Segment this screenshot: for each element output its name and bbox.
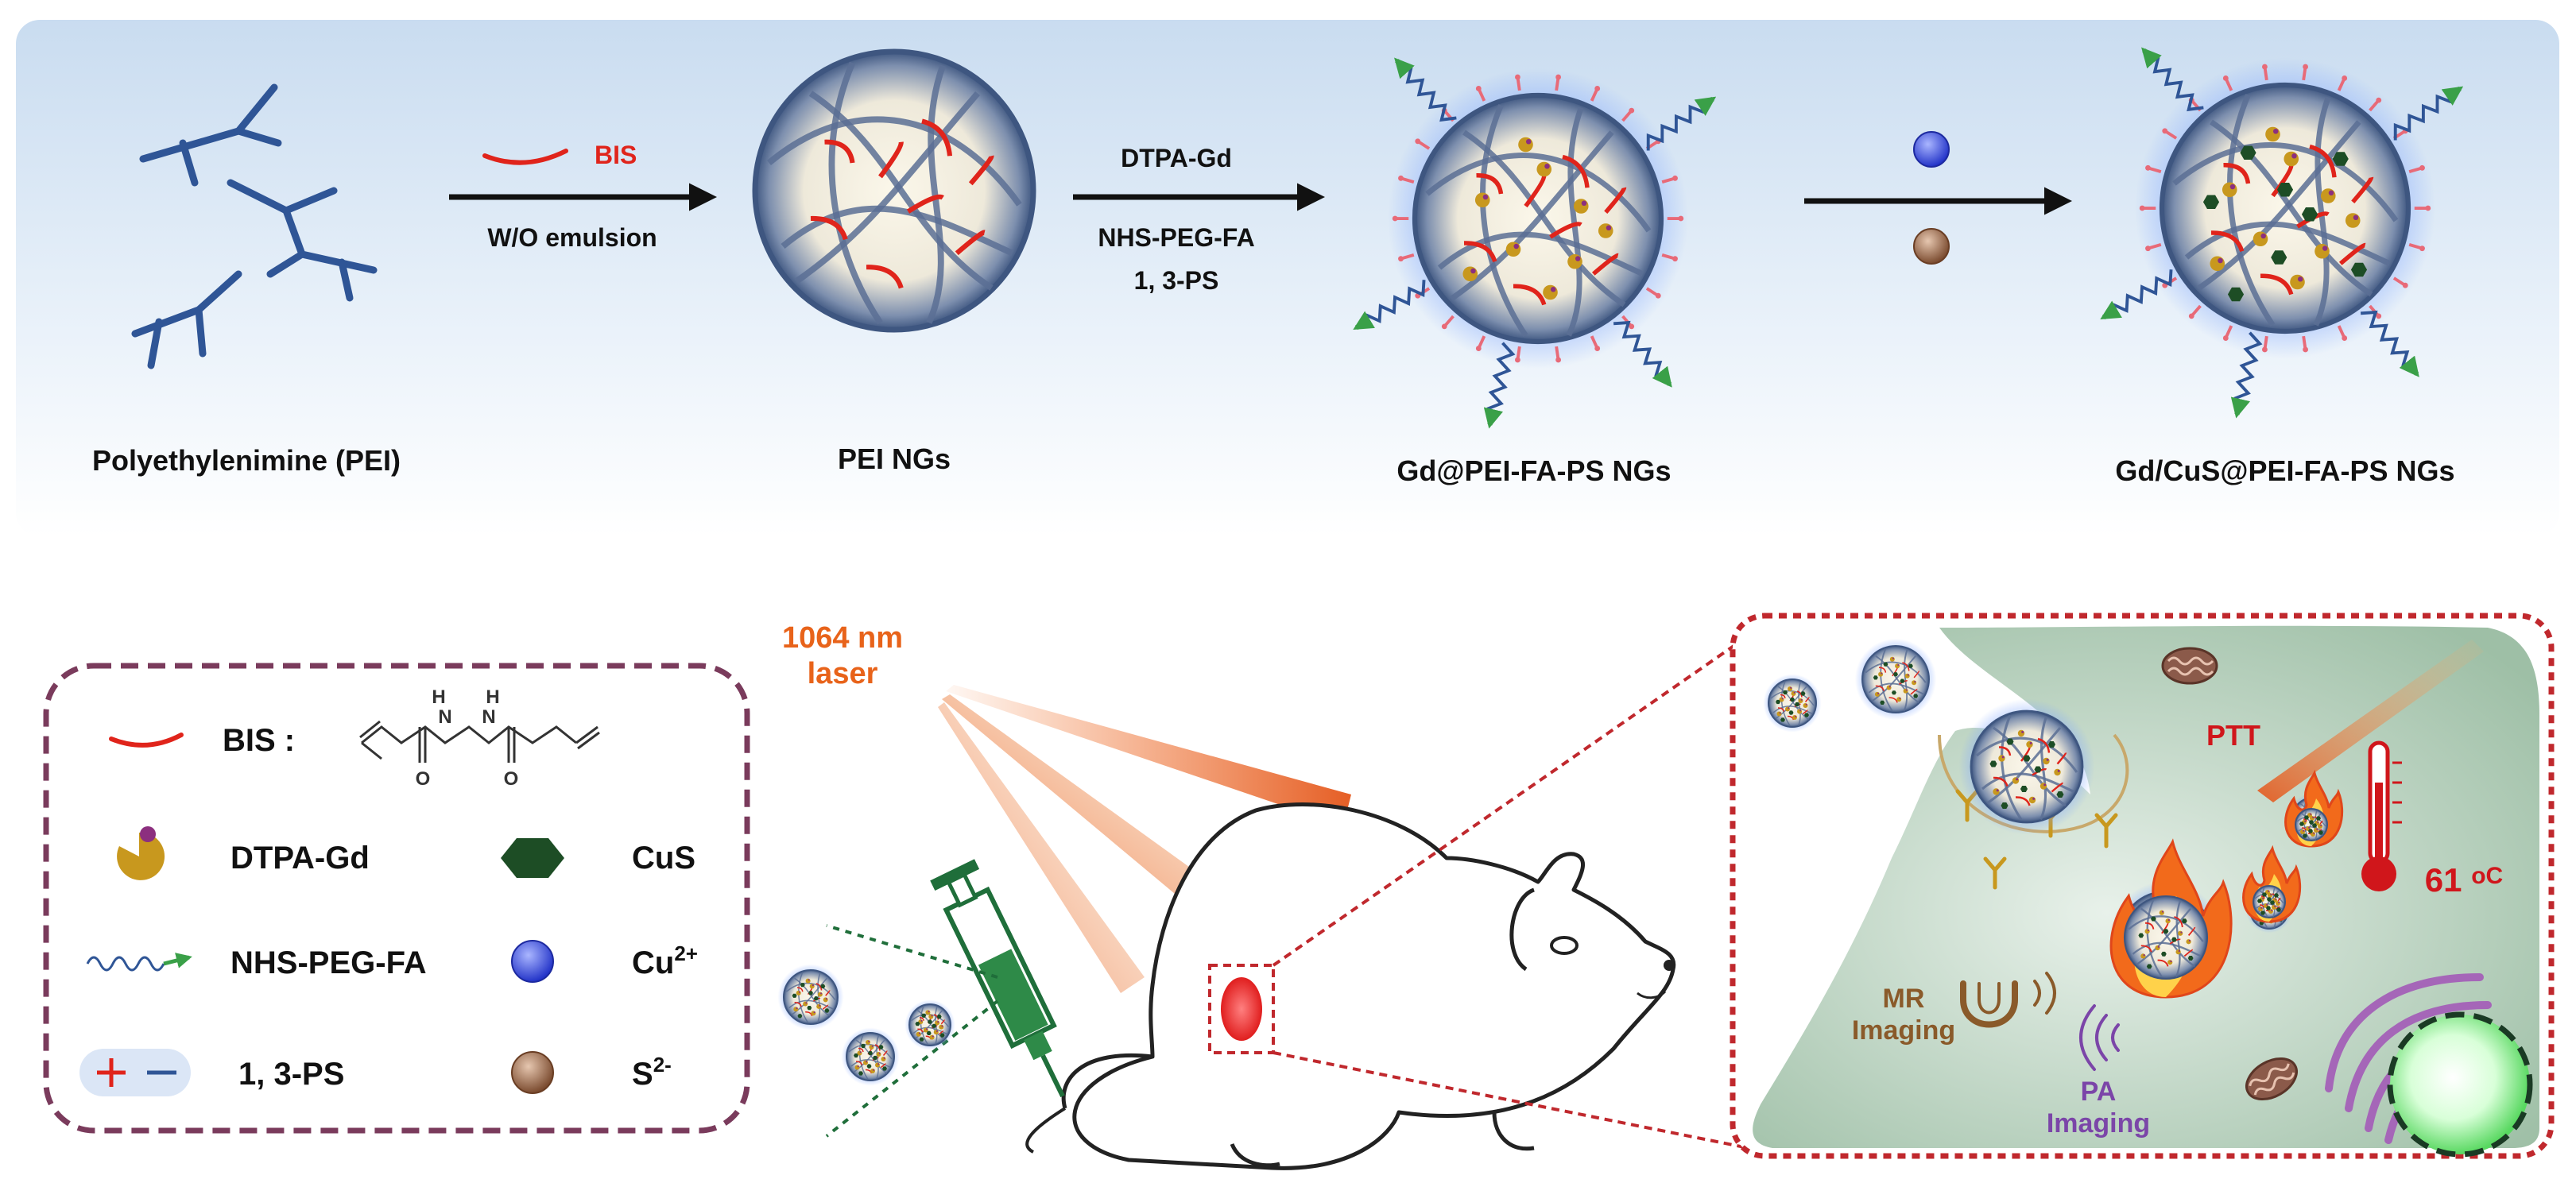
tumor-focus-box bbox=[1208, 964, 1275, 1054]
legend-dtpa-gd-icon bbox=[117, 826, 165, 880]
legend-peg-icon bbox=[86, 953, 192, 972]
legend-bis-icon bbox=[109, 733, 184, 748]
legend-dtpa-gd-label: DTPA-Gd bbox=[230, 841, 370, 876]
legend-cu-icon bbox=[511, 940, 554, 983]
mitochondrion-top bbox=[2161, 647, 2218, 685]
legend-s-icon bbox=[511, 1051, 554, 1094]
legend-ps-icon bbox=[79, 1049, 191, 1096]
pei-ngs-label: PEI NGs bbox=[838, 443, 951, 475]
legend-bis-label: BIS : bbox=[223, 723, 295, 758]
bis-structure-n2: N bbox=[482, 706, 495, 728]
pa-signal-waves bbox=[2079, 1004, 2120, 1071]
mitochondrion-bottom bbox=[2245, 1057, 2298, 1101]
bis-structure-o1: O bbox=[416, 768, 431, 790]
nucleus bbox=[2387, 1011, 2533, 1158]
step1-condition: W/O emulsion bbox=[487, 223, 657, 252]
syringe-icon bbox=[930, 859, 1065, 1098]
legend-ps-label: 1, 3-PS bbox=[238, 1057, 344, 1092]
injected-nanogels bbox=[777, 964, 955, 1086]
mouse-mouth-line bbox=[1637, 990, 1667, 999]
cell-laser-beam bbox=[2257, 640, 2484, 802]
cu-ion-reagent-icon bbox=[1913, 131, 1950, 168]
legend-box bbox=[43, 663, 750, 1134]
injection-spray-top bbox=[826, 924, 998, 979]
temperature-readout: 61 oC bbox=[2425, 861, 2503, 899]
flame-icons bbox=[2109, 769, 2344, 999]
step2-reagent-peg: NHS-PEG-FA bbox=[1098, 223, 1254, 252]
laser-label-line2: laser bbox=[808, 657, 878, 690]
bis-structure-h2: H bbox=[486, 686, 499, 708]
mouse-illustration bbox=[1025, 802, 1676, 1170]
pa-label-line1: PA bbox=[2081, 1077, 2117, 1107]
pa-label-line2: Imaging bbox=[2047, 1108, 2150, 1139]
thermometer-icon bbox=[2361, 740, 2402, 891]
step2-reagent-dtpa: DTPA-Gd bbox=[1121, 144, 1232, 172]
final-ngs-label: Gd/CuS@PEI-FA-PS NGs bbox=[2115, 454, 2454, 487]
pei-ngs-sphere bbox=[752, 48, 1036, 333]
sulfide-reagent-icon bbox=[1913, 228, 1950, 265]
bis-structure-icon bbox=[359, 720, 600, 763]
legend-cu-label: Cu2+ bbox=[632, 941, 698, 980]
mr-label-line1: MR bbox=[1883, 984, 1925, 1014]
bis-structure-h1: H bbox=[432, 686, 445, 708]
tumor-site bbox=[1221, 977, 1262, 1041]
laser-beams bbox=[938, 685, 1351, 993]
bis-reagent-icon bbox=[482, 149, 568, 165]
mr-label-line2: Imaging bbox=[1852, 1015, 1955, 1046]
bis-structure-n1: N bbox=[438, 706, 451, 728]
gd-ngs-sphere bbox=[1353, 57, 1717, 429]
bis-structure-o2: O bbox=[504, 768, 519, 790]
bis-reagent-label: BIS bbox=[595, 141, 637, 169]
legend-cus-icon bbox=[501, 838, 564, 878]
legend-cus-label: CuS bbox=[632, 841, 695, 876]
magnet-icon bbox=[1960, 980, 2018, 1028]
legend-peg-label: NHS-PEG-FA bbox=[230, 945, 427, 980]
mouse-eye bbox=[1550, 936, 1579, 955]
pei-polymer-icon bbox=[131, 83, 378, 369]
endocytosis-pocket bbox=[1938, 733, 2129, 833]
injection-spray-bottom bbox=[825, 999, 999, 1138]
ptt-label: PTT bbox=[2206, 719, 2260, 752]
legend-s-label: S2- bbox=[632, 1053, 672, 1092]
laser-label-line1: 1064 nm bbox=[782, 621, 903, 655]
step2-reagent-ps: 1, 3-PS bbox=[1134, 266, 1219, 295]
zoom-line-top bbox=[1272, 634, 1750, 967]
final-ngs-sphere bbox=[2100, 47, 2464, 419]
mouse-nose bbox=[1664, 960, 1675, 971]
mr-signal-waves bbox=[2033, 972, 2056, 1015]
pei-label: Polyethylenimine (PEI) bbox=[92, 444, 401, 477]
gd-ngs-label: Gd@PEI-FA-PS NGs bbox=[1396, 454, 1671, 487]
